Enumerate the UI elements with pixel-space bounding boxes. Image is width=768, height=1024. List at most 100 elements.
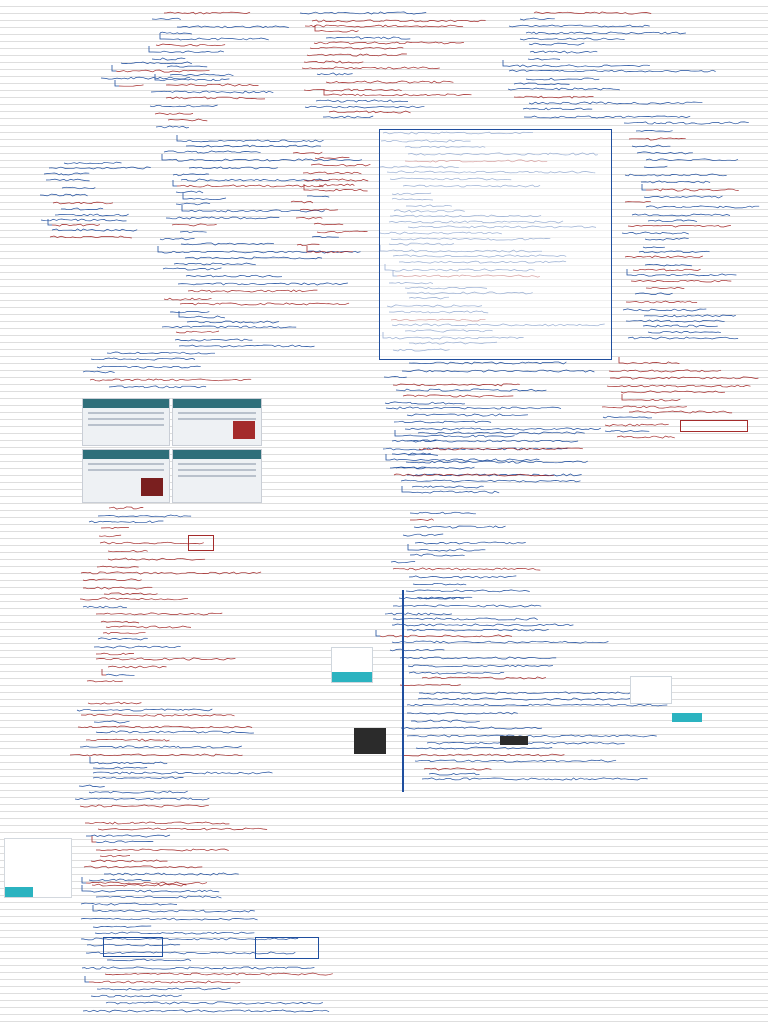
handwriting-stroke [412, 582, 467, 586]
handwriting-stroke [82, 370, 115, 374]
connector-line [47, 219, 52, 226]
handwriting-stroke [415, 746, 553, 750]
handwriting-stroke [630, 273, 737, 277]
connector-line [323, 89, 328, 96]
handwriting-stroke [414, 541, 526, 545]
handwriting-stroke [85, 821, 230, 825]
connector-line [385, 454, 390, 461]
handwriting-stroke [406, 473, 582, 477]
connector-line [101, 669, 106, 676]
handwriting-stroke [401, 753, 565, 757]
handwriting-stroke [81, 966, 315, 970]
handwriting-stroke [54, 213, 129, 217]
handwriting-stroke [185, 274, 283, 278]
handwriting-stroke [94, 931, 255, 935]
side-slide-card [4, 838, 72, 898]
handwriting-stroke [645, 158, 739, 162]
handwriting-stroke [96, 987, 231, 991]
handwriting-stroke [99, 541, 204, 545]
handwriting-stroke [180, 178, 331, 182]
handwriting-stroke [96, 365, 201, 369]
handwriting-stroke [604, 429, 650, 433]
handwriting-stroke [80, 713, 235, 717]
handwriting-stroke [311, 19, 486, 23]
handwriting-stroke [634, 292, 673, 295]
thumbnail-1 [82, 398, 170, 446]
handwriting-stroke [162, 267, 222, 271]
thumbnail-4 [172, 449, 262, 503]
thumbnail-2 [172, 398, 262, 446]
handwriting-stroke [383, 376, 407, 379]
handwriting-stroke [391, 623, 574, 627]
handwriting-stroke [159, 31, 192, 35]
connector-line [182, 193, 187, 200]
boxed-region [379, 129, 612, 360]
handwriting-stroke [151, 17, 181, 21]
handwriting-stroke [406, 413, 529, 417]
handwriting-stroke [187, 289, 318, 293]
handwriting-stroke [115, 69, 210, 73]
handwriting-stroke [428, 772, 480, 776]
handwriting-stroke [97, 827, 268, 831]
handwriting-stroke [647, 219, 698, 223]
handwriting-stroke [80, 745, 242, 749]
handwriting-stroke [175, 190, 204, 194]
handwriting-stroke [410, 518, 434, 521]
handwriting-stroke [519, 37, 625, 41]
handwriting-stroke [106, 958, 192, 962]
handwriting-stroke [165, 83, 259, 87]
handwriting-stroke [316, 72, 353, 76]
handwriting-stroke [86, 834, 171, 838]
handwriting-stroke [155, 43, 226, 47]
handwriting-stroke [95, 840, 154, 844]
handwriting-stroke [171, 223, 217, 227]
handwriting-stroke [606, 384, 751, 388]
handwriting-stroke [89, 980, 241, 984]
handwriting-stroke [176, 25, 289, 29]
handwriting-stroke [180, 242, 275, 246]
handwriting-stroke [150, 90, 274, 94]
handwriting-stroke [299, 208, 339, 211]
handwriting-stroke [640, 180, 711, 184]
handwriting-stroke [39, 193, 88, 197]
handwriting-stroke [108, 385, 207, 389]
handwriting-stroke [78, 784, 105, 788]
handwriting-stroke [528, 42, 585, 46]
handwriting-stroke [167, 118, 208, 122]
handwriting-stroke [522, 107, 593, 111]
handwriting-stroke [85, 951, 296, 955]
handwriting-stroke [390, 561, 416, 564]
handwriting-stroke [384, 612, 452, 616]
handwriting-stroke [48, 166, 151, 170]
handwriting-stroke [315, 99, 409, 103]
slide-thumbnail [331, 647, 373, 683]
handwriting-stroke [417, 697, 640, 701]
handwriting-stroke [177, 282, 348, 286]
framed-box-2 [680, 420, 748, 432]
handwriting-stroke [303, 60, 364, 64]
handwriting-stroke [306, 53, 407, 57]
handwriting-stroke [525, 31, 686, 35]
handwriting-stroke [604, 423, 669, 427]
handwriting-stroke [92, 771, 273, 775]
connector-line [89, 757, 94, 764]
handwriting-stroke [92, 925, 152, 928]
handwriting-stroke [643, 165, 668, 168]
handwriting-stroke [323, 115, 374, 119]
handwriting-stroke [96, 909, 255, 913]
handwriting-stroke [180, 139, 324, 143]
handwriting-stroke [395, 388, 547, 392]
handwriting-stroke [178, 344, 315, 348]
handwriting-stroke [328, 110, 411, 114]
table-box-1 [103, 937, 163, 957]
handwriting-stroke [525, 77, 600, 81]
handwriting-stroke [392, 604, 542, 608]
connector-line [176, 135, 181, 142]
handwriting-stroke [92, 776, 184, 779]
handwriting-stroke [627, 224, 731, 228]
handwriting-stroke [645, 205, 760, 209]
handwriting-stroke [413, 525, 506, 529]
handwriting-stroke [100, 76, 191, 80]
handwriting-stroke [533, 11, 652, 15]
handwriting-stroke [292, 151, 323, 155]
